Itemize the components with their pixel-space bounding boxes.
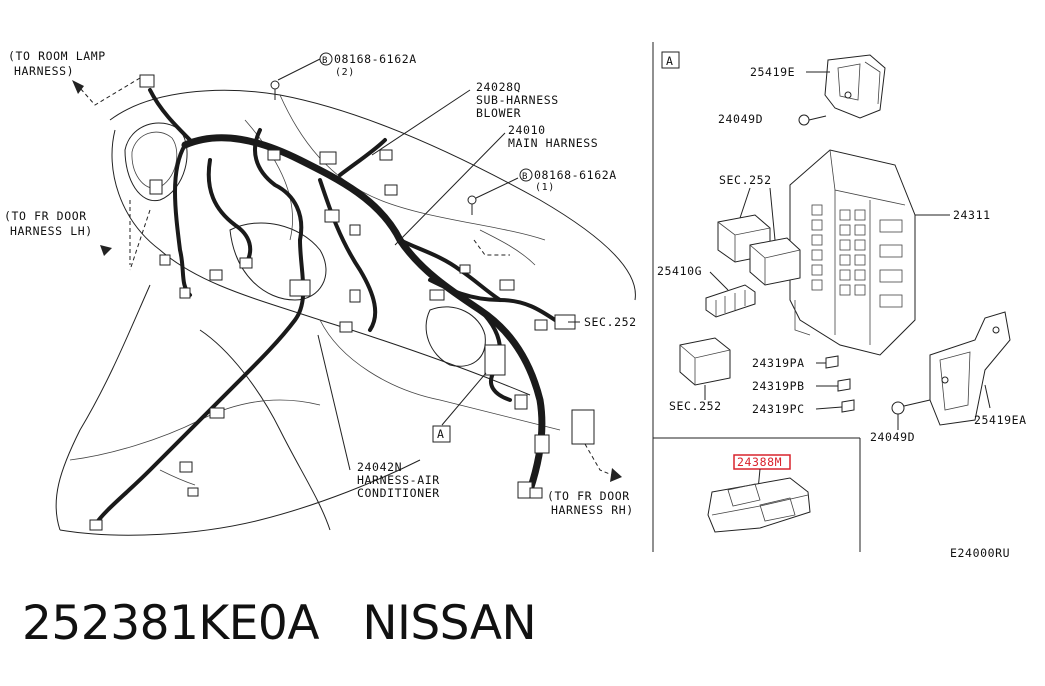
caption-brand: NISSAN — [362, 596, 537, 651]
leader-lines — [277, 58, 580, 471]
clip-bracket-24388m — [707, 477, 811, 533]
label-sec252-bottom: SEC.252 — [669, 399, 722, 413]
arrow-lh-icon — [100, 245, 112, 256]
label-ac-harness-1: HARNESS-AIR — [357, 473, 440, 487]
connector-25410g — [705, 284, 756, 318]
harness-connectors — [89, 74, 595, 531]
label-main-harness-no: 24010 — [508, 123, 546, 137]
instrument-panel-outline — [55, 89, 636, 536]
label-24319pa: 24319PA — [752, 356, 805, 370]
relay-pair — [717, 214, 801, 286]
bolt-icon — [270, 80, 477, 215]
label-to-fr-door-lh-2: HARNESS LH) — [10, 224, 93, 238]
label-to-room-lamp: (TO ROOM LAMP — [8, 49, 106, 63]
label-to-room-lamp-2: HARNESS) — [14, 64, 74, 78]
relay-single — [679, 337, 731, 386]
label-bolt-marker-top: B — [322, 56, 328, 66]
label-bolt-mid-qty: (1) — [535, 182, 555, 193]
label-to-fr-door-rh: (TO FR DOOR — [547, 489, 630, 503]
fuse-block-24311 — [789, 149, 916, 356]
fuse-icon — [825, 355, 855, 413]
label-view-a: A — [437, 427, 445, 441]
label-25419ea: 25419EA — [974, 413, 1027, 427]
label-24311: 24311 — [953, 208, 991, 222]
label-bolt-top-qty: (2) — [335, 67, 355, 78]
label-sub-harness-no: 24028Q — [476, 80, 521, 94]
label-panel-a: A — [666, 54, 674, 68]
detail-panel-frames — [652, 42, 861, 552]
view-a-box — [432, 425, 451, 443]
label-main-harness: MAIN HARNESS — [508, 136, 598, 150]
screw-icon — [891, 399, 931, 415]
label-to-fr-door-lh: (TO FR DOOR — [4, 209, 87, 223]
label-24319pc: 24319PC — [752, 402, 805, 416]
label-25419e: 25419E — [750, 65, 795, 79]
caption: 252381KE0A NISSAN — [22, 596, 537, 651]
label-bolt-marker-mid: B — [522, 172, 528, 182]
label-25410g: 25410G — [657, 264, 702, 278]
highlight-box — [733, 454, 791, 470]
label-sub-harness-2: BLOWER — [476, 106, 521, 120]
bolt-marker-icon — [319, 52, 333, 66]
caption-part-number: 252381KE0A — [22, 596, 320, 651]
panel-a-box — [661, 51, 680, 69]
label-sec252-left: SEC.252 — [584, 315, 637, 329]
label-bolt-top-code: 08168-6162A — [334, 52, 417, 66]
label-highlight-part: 24388M — [737, 455, 782, 469]
label-to-fr-door-rh-2: HARNESS RH) — [551, 503, 634, 517]
label-drawing-code: E24000RU — [950, 546, 1010, 560]
label-ac-harness-2: CONDITIONER — [357, 486, 440, 500]
label-sub-harness-1: SUB-HARNESS — [476, 93, 559, 107]
bracket-25419ea — [929, 311, 1011, 426]
screw-icon — [798, 114, 827, 126]
bolt-marker-icon — [519, 168, 533, 182]
bracket-25419e — [824, 54, 886, 119]
label-24049d-bottom: 24049D — [870, 430, 915, 444]
routing-arrows — [72, 77, 622, 482]
label-sec252-relay: SEC.252 — [719, 173, 772, 187]
label-ac-harness-no: 24042N — [357, 460, 402, 474]
label-bolt-mid-code: 08168-6162A — [534, 168, 617, 182]
label-24319pb: 24319PB — [752, 379, 805, 393]
label-24049d-top: 24049D — [718, 112, 763, 126]
